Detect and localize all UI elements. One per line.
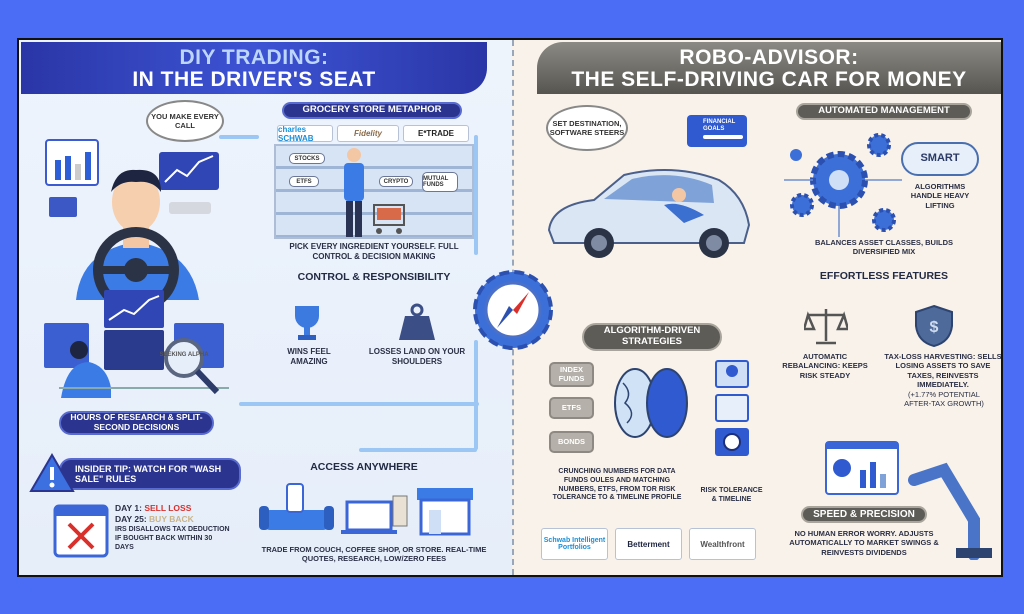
day1-label: DAY 1:: [115, 503, 142, 513]
connector: [359, 448, 477, 452]
research-caption: HOURS OF RESEARCH & SPLIT-SECOND DECISIO…: [59, 411, 214, 435]
algorithms-caption: ALGORITHMS HANDLE HEAVY LIFTING: [910, 182, 970, 210]
connector: [239, 402, 479, 406]
trader-workstation-illustration: Seeking Alpha: [44, 290, 229, 398]
day1-value: SELL LOSS: [144, 503, 192, 513]
compass-gear-icon: [473, 270, 553, 350]
access-caption: TRADE FROM COUCH, COFFEE SHOP, OR STORE.…: [261, 545, 487, 564]
connector: [474, 135, 478, 255]
financial-goals-card: FINANCIAL GOALS: [687, 115, 747, 147]
wash-sale-note: IRS DISALLOWS TAX DEDUCTION IF BOUGHT BA…: [115, 526, 230, 551]
tax-loss-harvesting-caption: TAX-LOSS HARVESTING: SELLS LOSING ASSETS…: [884, 352, 1002, 390]
balances-caption: BALANCES ASSET CLASSES, BUILDS DIVERSIFI…: [814, 238, 954, 257]
shopper-icon: [344, 148, 405, 237]
trophy-icon: [295, 306, 319, 340]
input-etfs: ETFs: [549, 397, 594, 419]
wash-sale-day25: DAY 25: BUY BACK: [115, 514, 230, 525]
speed-caption: NO HUMAN ERROR WORRY. ADJUSTS AUTOMATICA…: [789, 529, 939, 557]
access-anywhere-title: ACCESS ANYWHERE: [310, 461, 418, 473]
effortless-features-title: EFFORTLESS FEATURES: [819, 270, 949, 282]
warning-icon: [29, 453, 75, 492]
input-bonds: BONDS: [549, 431, 594, 453]
self-driving-car-illustration: [547, 169, 751, 258]
driver-illustration: [45, 139, 219, 305]
etrade-logo: E*TRADE: [403, 125, 469, 142]
seeking-alpha-label: Seeking Alpha: [159, 352, 209, 358]
shelf-tag: ETFs: [289, 176, 319, 187]
diy-subtitle: IN THE DRIVER'S SEAT: [132, 68, 376, 92]
weight-icon: [399, 303, 435, 340]
risk-tolerance-caption: RISK TOLERANCE & TIMELINE: [700, 487, 763, 503]
wealthfront-logo: Wealthfront: [689, 528, 756, 560]
day25-label: DAY 25:: [115, 514, 147, 524]
crunching-numbers-caption: CRUNCHING NUMBERS FOR DATA FUNDS OULES A…: [552, 468, 682, 502]
couch-phone-icon: [259, 483, 334, 530]
fidelity-logo: Fidelity: [337, 125, 399, 142]
robo-subtitle: THE SELF-DRIVING CAR FOR MONEY: [571, 68, 967, 92]
smart-cloud: SMART: [901, 142, 979, 176]
shelf-tag: CRYPTO: [379, 176, 413, 187]
financial-goals-label: FINANCIAL GOALS: [703, 119, 736, 132]
robot-arm-dashboard-illustration: [825, 441, 992, 560]
losses-caption: LOSSES LAND ON YOUR SHOULDERS: [368, 347, 466, 366]
shelf-tag: MUTUAL FUNDS: [422, 172, 458, 192]
laptop-coffee-icon: [341, 495, 408, 534]
gears-circuit-icon: [784, 133, 902, 237]
calendar-x-icon: [53, 504, 109, 558]
shelf-tag: STOCKS: [289, 153, 325, 164]
rebalancing-caption: AUTOMATIC REBALANCING: KEEPS RISK STEADY: [782, 352, 868, 380]
clock-icon: [715, 428, 749, 456]
access-icons: [259, 483, 473, 536]
tax-loss-note: (+1.77% POTENTIAL AFTER-TAX GROWTH): [904, 390, 984, 409]
schwab-intelligent-portfolios-logo: Schwab Intelligent Portfolios: [541, 528, 608, 560]
balance-scale-icon: [804, 309, 848, 345]
robo-title: ROBO-ADVISOR:: [679, 46, 859, 69]
control-title: CONTROL & RESPONSIBILITY: [297, 271, 451, 283]
wash-sale-day1: DAY 1: SELL LOSS: [115, 503, 230, 514]
grocery-caption: PICK EVERY INGREDIENT YOURSELF. FULL CON…: [289, 242, 459, 261]
input-index-funds: INDEX FUNDS: [549, 362, 594, 387]
robo-header: ROBO-ADVISOR: THE SELF-DRIVING CAR FOR M…: [537, 42, 1001, 94]
algorithm-strategies-label: ALGORITHM-DRIVEN STRATEGIES: [582, 323, 722, 351]
diy-header: DIY TRADING: IN THE DRIVER'S SEAT: [21, 42, 487, 94]
grocery-metaphor-label: GROCERY STORE METAPHOR: [282, 102, 462, 119]
brain-icon: [614, 368, 688, 438]
svg-text:$: $: [930, 319, 939, 336]
diy-title: DIY TRADING:: [179, 46, 329, 69]
shield-dollar-icon: $: [915, 304, 953, 348]
connector: [474, 340, 478, 450]
profile-icon: [715, 360, 749, 388]
wins-caption: WINS FEEL AMAZING: [287, 347, 331, 366]
thought-bubble: YOU MAKE EVERY CALL: [146, 100, 224, 142]
store-icon: [417, 488, 473, 536]
insider-tip-banner: INSIDER TIP: WATCH FOR "WASH SALE" RULES: [59, 458, 241, 490]
automated-management-label: AUTOMATED MANAGEMENT: [796, 103, 972, 120]
betterment-logo: Betterment: [615, 528, 682, 560]
connector: [219, 135, 259, 139]
schwab-logo: charles SCHWAB: [277, 125, 333, 143]
speed-precision-label: SPEED & PRECISION: [801, 506, 927, 523]
questionnaire-icon: [715, 394, 749, 422]
infographic-frame: DIY TRADING: IN THE DRIVER'S SEAT YOU MA…: [17, 38, 1003, 577]
day25-value: BUY BACK: [149, 514, 194, 524]
robo-thought-bubble: SET DESTINATION, SOFTWARE STEERS: [546, 105, 628, 151]
